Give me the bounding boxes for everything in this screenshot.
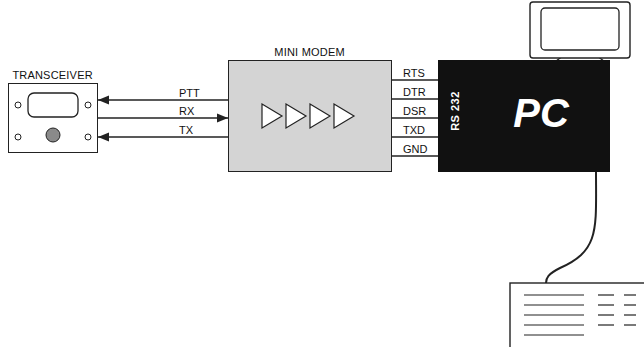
illustration-part bbox=[624, 314, 636, 315]
signal-name: TXD bbox=[402, 124, 426, 136]
illustration-part bbox=[598, 294, 614, 295]
signal-wire bbox=[392, 156, 438, 157]
illustration-part bbox=[524, 304, 584, 305]
modem-box: MINI MODEM bbox=[228, 60, 392, 172]
illustration-part bbox=[530, 2, 630, 58]
arrow-head bbox=[98, 96, 109, 105]
illustration-part bbox=[541, 8, 619, 50]
device-detail bbox=[228, 60, 392, 172]
illustration-part bbox=[524, 294, 584, 295]
signal-name: RX bbox=[178, 105, 195, 117]
illustration-part bbox=[546, 170, 596, 283]
illustration-part bbox=[510, 283, 644, 347]
device-heading: TRANSCEIVER bbox=[12, 69, 92, 81]
wire-line bbox=[392, 136, 438, 137]
wire-line bbox=[98, 136, 228, 137]
signal-name: TX bbox=[178, 124, 194, 136]
device-heading: MINI MODEM bbox=[274, 46, 344, 58]
wire-line bbox=[392, 98, 438, 99]
signal-wire bbox=[98, 96, 228, 105]
illustration-part bbox=[624, 324, 636, 325]
wire-line bbox=[392, 155, 438, 156]
signal-name: DSR bbox=[402, 105, 427, 117]
illustration-part bbox=[524, 324, 584, 325]
signal-wire bbox=[392, 80, 438, 81]
signal-wire bbox=[98, 133, 228, 142]
signal-wire bbox=[392, 118, 438, 119]
arrow-head bbox=[98, 133, 109, 142]
transceiver-box: TRANSCEIVER bbox=[8, 83, 98, 153]
signal-wire bbox=[98, 114, 228, 123]
signal-name: DTR bbox=[402, 86, 427, 98]
wire-line bbox=[392, 79, 438, 80]
device-detail bbox=[8, 83, 98, 153]
illustration-part bbox=[598, 314, 614, 315]
illustration-part bbox=[524, 314, 584, 315]
arrow-head bbox=[217, 114, 228, 123]
computer-label: PC bbox=[513, 91, 569, 136]
signal-name: PTT bbox=[178, 87, 201, 99]
wire-line bbox=[98, 117, 228, 118]
computer-box: RS 232 PC bbox=[438, 60, 610, 172]
wire-line bbox=[392, 117, 438, 118]
signal-name: GND bbox=[402, 143, 428, 155]
wire-line bbox=[98, 99, 228, 100]
illustration-part bbox=[524, 334, 584, 335]
signal-wire bbox=[392, 99, 438, 100]
illustration-part bbox=[524, 295, 636, 335]
signal-name: RTS bbox=[402, 67, 426, 79]
illustration-part bbox=[624, 304, 636, 305]
illustration-part bbox=[598, 304, 614, 305]
port-label: RS 232 bbox=[449, 91, 461, 131]
signal-wire bbox=[392, 137, 438, 138]
illustration-part bbox=[624, 294, 636, 295]
illustration-part bbox=[598, 324, 614, 325]
